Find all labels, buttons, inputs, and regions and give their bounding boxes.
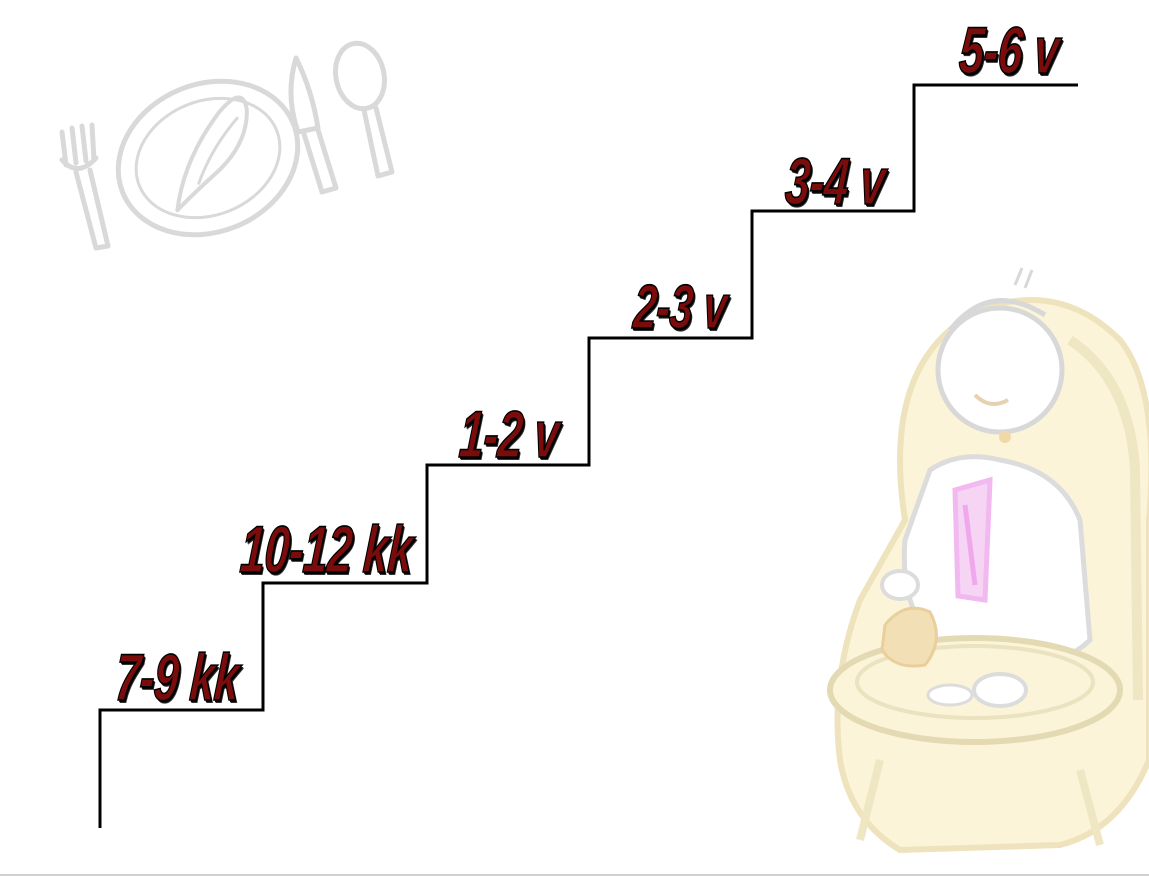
- bottom-divider: [0, 874, 1149, 876]
- step-label-2-3-v: 2-3 v: [631, 275, 728, 341]
- step-label-3-4-v: 3-4 v: [783, 148, 887, 214]
- step-label-1-2-v: 1-2 v: [457, 401, 561, 467]
- step-label-7-9-kk: 7-9 kk: [113, 644, 241, 710]
- step-label-10-12-kk: 10-12 kk: [238, 516, 414, 582]
- staircase-line: [100, 85, 1078, 828]
- step-label-5-6-v: 5-6 v: [957, 17, 1061, 83]
